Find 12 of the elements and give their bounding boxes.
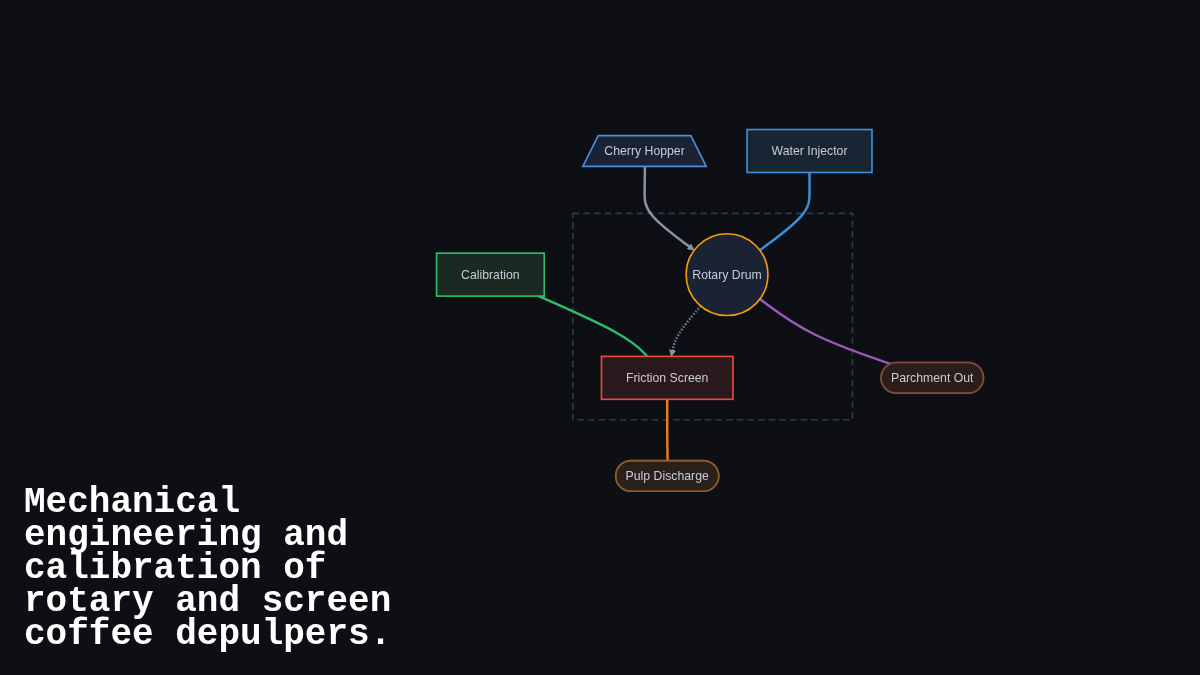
node-circle: Rotary Drum <box>685 232 769 316</box>
arrow <box>669 304 702 357</box>
connector <box>759 172 811 251</box>
cluster <box>572 212 854 421</box>
diagram-title: Mechanical engineering and calibration of rotary and screen coffee depulpers. <box>24 486 393 651</box>
connector <box>665 398 669 461</box>
node-box: Calibration <box>435 251 546 297</box>
node-box: Friction Screen <box>600 355 734 400</box>
connector <box>759 297 892 365</box>
connector <box>538 294 649 357</box>
arrow <box>643 166 695 251</box>
node-box: Water Injector <box>746 128 873 173</box>
